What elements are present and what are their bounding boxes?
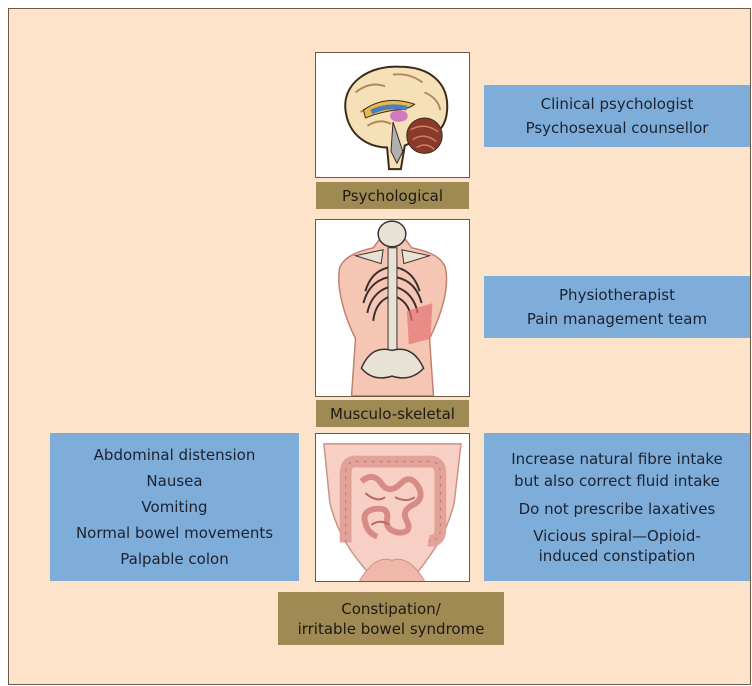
symptoms-box: Abdominal distension Nausea Vomiting Nor…: [50, 433, 299, 581]
management-item: Vicious spiral—Opioid-: [484, 526, 750, 546]
symptom-item: Abdominal distension: [50, 442, 299, 468]
referral-item: Pain management team: [484, 307, 750, 331]
referral-item: Psychosexual counsellor: [484, 116, 750, 140]
management-item: induced constipation: [484, 546, 750, 566]
diagram-canvas: Psychological Clinical psychologist Psyc…: [8, 8, 751, 685]
referral-item: Clinical psychologist: [484, 92, 750, 116]
psychological-label: Psychological: [316, 182, 469, 209]
skeleton-back-icon: [316, 220, 469, 396]
constipation-label: Constipation/ irritable bowel syndrome: [278, 592, 504, 645]
management-item: Increase natural fibre intake: [484, 448, 750, 470]
symptom-item: Vomiting: [50, 494, 299, 520]
skeleton-illustration-frame: [315, 219, 470, 397]
musculoskeletal-label: Musculo-skeletal: [316, 400, 469, 427]
symptom-item: Normal bowel movements: [50, 520, 299, 546]
management-box: Increase natural fibre intake but also c…: [484, 433, 750, 581]
brain-icon: [316, 53, 469, 177]
musculoskeletal-referrals-box: Physiotherapist Pain management team: [484, 276, 750, 338]
psychological-referrals-box: Clinical psychologist Psychosexual couns…: [484, 85, 750, 147]
symptom-item: Palpable colon: [50, 546, 299, 572]
management-item: but also correct fluid intake: [484, 470, 750, 492]
referral-item: Physiotherapist: [484, 283, 750, 307]
colon-illustration-frame: [315, 433, 470, 582]
colon-icon: [316, 434, 469, 581]
brain-illustration-frame: [315, 52, 470, 178]
management-item: Do not prescribe laxatives: [484, 496, 750, 522]
symptom-item: Nausea: [50, 468, 299, 494]
